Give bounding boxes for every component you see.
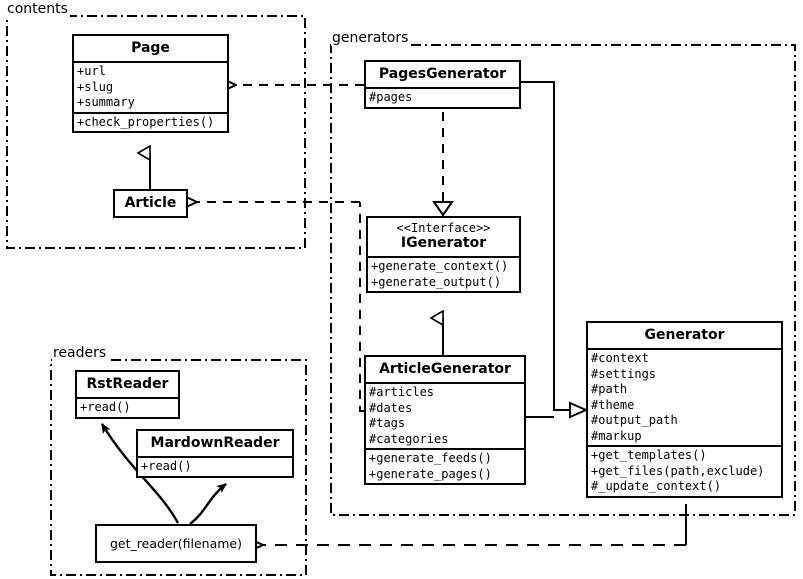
class-name-page: Page: [131, 40, 170, 56]
attribute-item: #articles: [369, 385, 435, 399]
class-stereotype-igenerator: <<Interface>>: [396, 221, 491, 235]
function-label-get-reader: get_reader(filename): [110, 536, 242, 551]
operation-item: +read(): [141, 459, 192, 473]
relation-generator-depends-getreader: [263, 504, 687, 545]
operation-item: +generate_feeds(): [369, 451, 492, 465]
operation-item: +check_properties(): [77, 114, 215, 129]
attribute-item: +summary: [77, 95, 135, 109]
class-name-igenerator: <<Interface>> IGenerator: [368, 218, 519, 256]
class-operations-articlegenerator: +generate_feeds() +generate_pages(): [366, 448, 524, 483]
operation-item: +read(): [80, 400, 131, 414]
package-label-contents: contents: [6, 1, 70, 17]
attribute-item: #dates: [369, 400, 413, 415]
package-label-generators: generators: [331, 30, 411, 46]
attribute-item: #tags: [369, 416, 406, 430]
attribute-item: +url: [77, 64, 106, 78]
class-box-markdownreader[interactable]: MardownReader +read(): [136, 429, 294, 478]
operation-item: +generate_pages(): [369, 466, 492, 481]
relation-getreader-uses-markdownreader: [189, 483, 227, 525]
class-box-rstreader[interactable]: RstReader +read(): [75, 370, 180, 419]
class-attributes-articlegenerator: #articles #dates #tags #categories: [366, 382, 524, 448]
class-operations-generator: +get_templates() +get_files(path,exclude…: [588, 445, 781, 496]
class-box-pagesgenerator[interactable]: PagesGenerator #pages: [364, 60, 521, 109]
package-label-readers: readers: [52, 345, 109, 361]
class-operations-igenerator: +generate_context() +generate_output(): [368, 256, 519, 291]
class-operations-rstreader: +read(): [77, 397, 178, 417]
operation-item: +get_templates(): [591, 448, 707, 462]
class-box-page[interactable]: Page +url +slug +summary +check_properti…: [72, 34, 229, 133]
class-box-generator[interactable]: Generator #context #settings #path #them…: [586, 321, 783, 498]
attribute-item: #settings: [591, 366, 657, 381]
class-name-pagesgenerator: PagesGenerator: [378, 66, 507, 82]
class-box-articlegenerator[interactable]: ArticleGenerator #articles #dates #tags …: [364, 355, 526, 485]
attribute-item: #markup: [591, 428, 642, 443]
operation-item: +get_files(path,exclude): [591, 463, 765, 478]
attribute-item: #path: [591, 382, 628, 396]
class-operations-page: +check_properties(): [74, 111, 227, 132]
operation-item: +generate_context(): [371, 259, 509, 273]
class-operations-markdownreader: +read(): [138, 456, 292, 476]
attribute-item: #categories: [369, 431, 449, 446]
class-name-generator: Generator: [644, 327, 725, 343]
relation-generators-generalize-generator: [520, 81, 589, 419]
attribute-item: #pages: [369, 90, 413, 104]
class-box-article[interactable]: Article: [113, 189, 188, 218]
class-name-text-igenerator: IGenerator: [400, 235, 487, 251]
class-name-article: Article: [124, 195, 177, 211]
class-attributes-generator: #context #settings #path #theme #output_…: [588, 348, 781, 445]
relation-pagesgenerator-realizes-igenerator: [432, 112, 454, 217]
class-name-rstreader: RstReader: [86, 376, 169, 392]
class-name-articlegenerator: ArticleGenerator: [379, 361, 511, 377]
class-attributes-page: +url +slug +summary: [74, 61, 227, 112]
class-box-igenerator[interactable]: <<Interface>> IGenerator +generate_conte…: [366, 216, 521, 293]
function-box-get-reader[interactable]: get_reader(filename): [95, 524, 257, 563]
attribute-item: +slug: [77, 79, 114, 94]
attribute-item: #output_path: [591, 413, 678, 427]
attribute-item: #theme: [591, 397, 635, 412]
relation-articlegenerator-depends-article: [197, 202, 364, 412]
class-attributes-pagesgenerator: #pages: [366, 87, 519, 107]
class-name-markdownreader: MardownReader: [150, 435, 280, 451]
attribute-item: #context: [591, 351, 649, 365]
operation-item: #_update_context(): [591, 479, 722, 493]
operation-item: +generate_output(): [371, 274, 502, 289]
